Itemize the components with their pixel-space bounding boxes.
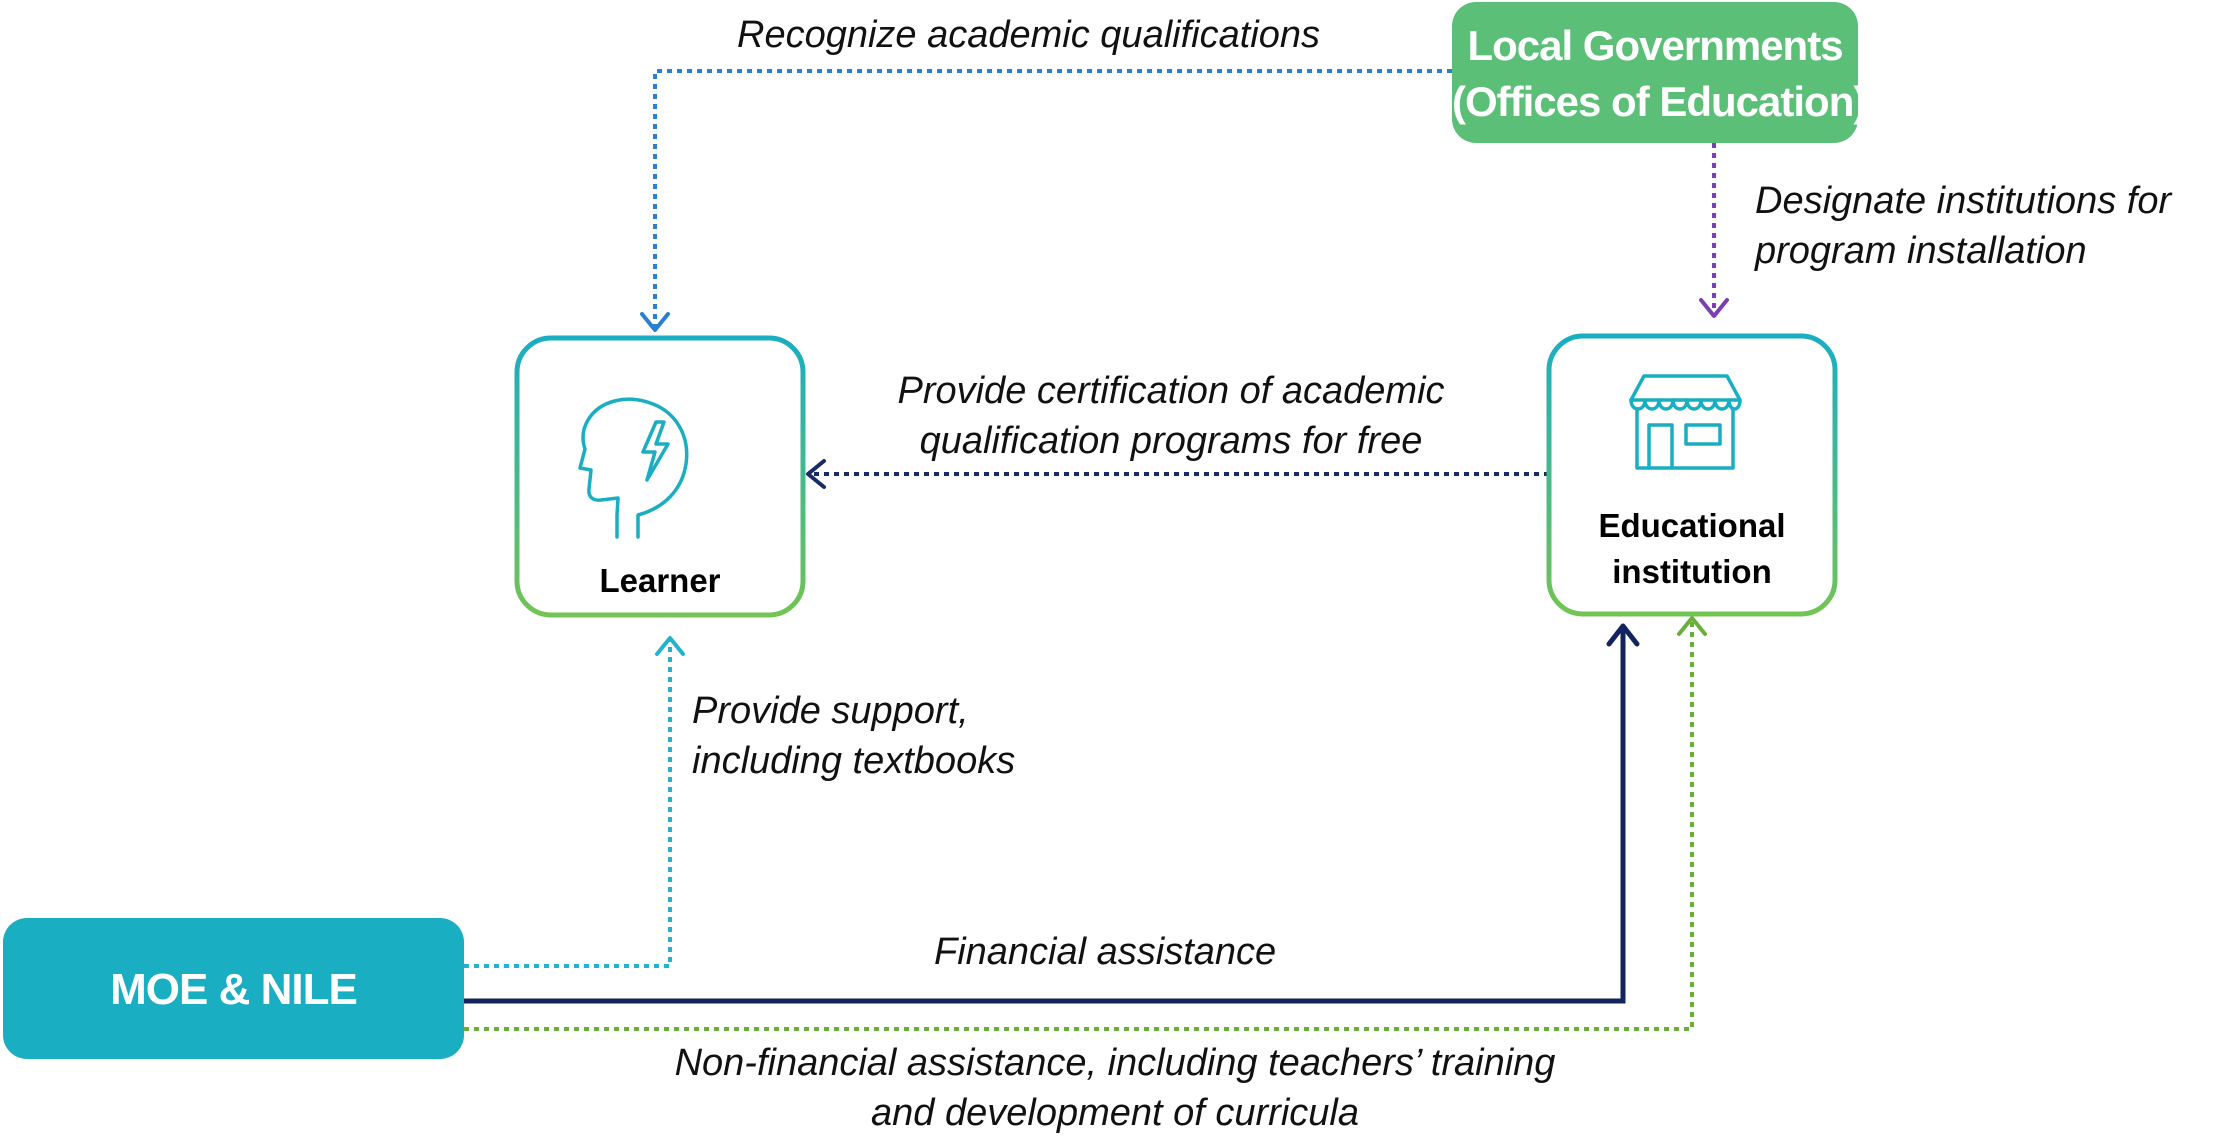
designate-line2: program installation <box>1755 230 2087 272</box>
learner-text: Learner <box>599 562 721 599</box>
support-label: Provide support, including textbooks <box>692 686 1015 786</box>
certification-line2: qualification programs for free <box>919 420 1423 462</box>
institution-box <box>1546 333 1838 617</box>
financial-label: Financial assistance <box>934 927 1276 977</box>
edge-non-financial <box>464 616 1707 1031</box>
storefront-icon <box>1629 374 1742 470</box>
support-line1: Provide support, <box>692 690 969 732</box>
edge-designate <box>1699 143 1729 318</box>
learner-box <box>514 335 806 618</box>
recognize-text: Recognize academic qualifications <box>737 14 1320 56</box>
learner-label: Learner <box>517 559 803 603</box>
head-lightning-icon <box>578 397 689 539</box>
non-financial-label: Non-financial assistance, including teac… <box>590 1038 1640 1138</box>
support-line2: including textbooks <box>692 740 1016 782</box>
local-government-box <box>1452 2 1858 143</box>
edge-financial <box>464 623 1640 1004</box>
non-financial-line1: Non-financial assistance, including teac… <box>674 1042 1556 1084</box>
moe-nile-text: MOE & NILE <box>110 965 358 1014</box>
designate-line1: Designate institutions for <box>1755 180 2172 222</box>
financial-text: Financial assistance <box>934 931 1277 973</box>
edge-recognize <box>640 69 1452 332</box>
recognize-label: Recognize academic qualifications <box>737 10 1320 60</box>
moe-nile-label: MOE & NILE <box>3 962 464 1018</box>
edge-support <box>464 636 685 968</box>
institution-label: Educational institution <box>1549 503 1835 595</box>
local-government-line2: (Offices of Education) <box>1452 78 1867 125</box>
moe-nile-box <box>3 918 464 1059</box>
institution-line2: institution <box>1612 553 1772 590</box>
local-government-label: Local Governments (Offices of Education) <box>1452 18 1867 130</box>
institution-line1: Educational <box>1598 507 1786 544</box>
local-government-line1: Local Governments <box>1467 22 1843 69</box>
non-financial-line2: and development of curricula <box>871 1092 1359 1134</box>
edge-certification <box>806 459 1549 489</box>
certification-line1: Provide certification of academic <box>897 370 1445 412</box>
designate-label: Designate institutions for program insta… <box>1755 176 2171 276</box>
certification-label: Provide certification of academic qualif… <box>856 366 1486 466</box>
